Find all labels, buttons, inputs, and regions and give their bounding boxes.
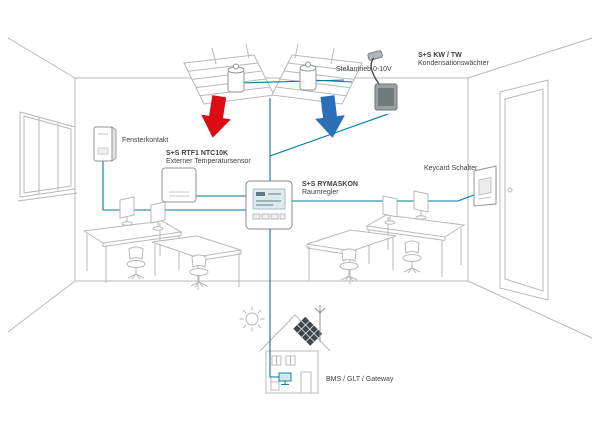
window-left xyxy=(17,111,78,202)
furniture-right xyxy=(307,191,464,284)
keycard-device xyxy=(473,165,497,207)
ceiling-panel-right xyxy=(271,43,363,105)
conn-actuator-right xyxy=(310,79,353,83)
house-details xyxy=(270,355,312,394)
rymaskon-name-label: S+S RYMASKON xyxy=(302,181,358,188)
wind-turbine-icon xyxy=(314,305,326,342)
sun-icon xyxy=(239,306,265,332)
bms-house xyxy=(239,305,331,394)
fensterkontakt-device xyxy=(93,126,117,162)
actuator-right xyxy=(299,61,317,91)
furniture-left xyxy=(84,197,241,290)
bms-label: BMS / GLT / Gateway xyxy=(326,376,394,383)
rymaskon-buttons xyxy=(252,213,286,220)
rtf1-name-label: S+S RTF1 NTC10K xyxy=(166,150,229,157)
kw-tw-sub-label: Kondensationswächter xyxy=(418,60,489,67)
conn-keycard xyxy=(292,194,475,202)
kw-tw-device xyxy=(367,50,398,111)
door xyxy=(499,79,549,301)
solar-panel xyxy=(293,316,323,346)
keycard-label: Keycard Schalter xyxy=(424,165,478,172)
rtf1-sensor-device xyxy=(161,167,197,203)
stellantrieb-label: Stellantrieb 0-10V xyxy=(336,66,392,73)
kw-tw-name-label: S+S KW / TW xyxy=(418,52,462,59)
actuator-left xyxy=(227,63,245,93)
rymaskon-display xyxy=(252,188,286,210)
conn-fensterkontakt xyxy=(102,161,246,211)
conn-kw-tw xyxy=(269,113,389,157)
warm-air-arrow xyxy=(201,95,231,138)
connection-lines xyxy=(102,79,475,378)
rymaskon-sub-label: Raumregler xyxy=(302,189,339,196)
cool-air-arrow xyxy=(315,95,345,138)
conn-gateway xyxy=(269,229,279,378)
rtf1-sub-label: Externer Temperatursensor xyxy=(166,158,251,165)
fensterkontakt-label: Fensterkontakt xyxy=(122,137,169,144)
rymaskon-controller xyxy=(245,180,293,230)
